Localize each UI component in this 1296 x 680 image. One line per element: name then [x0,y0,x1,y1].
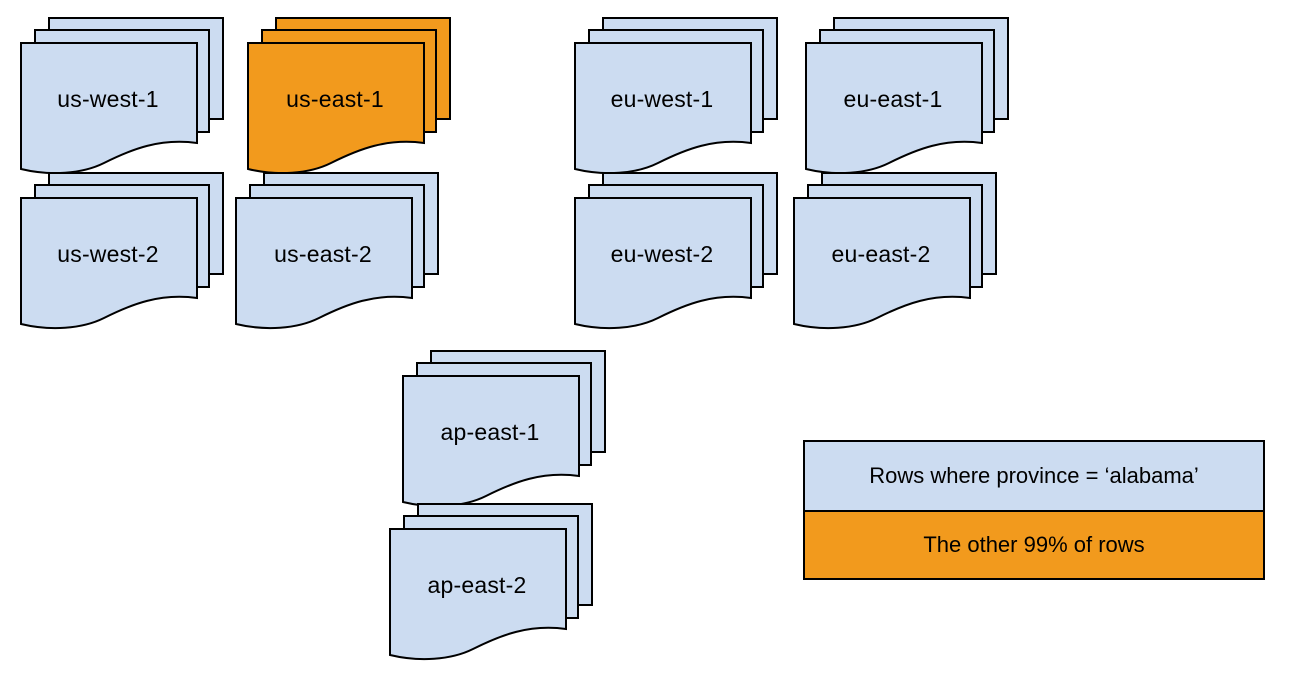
stack-eu-west-1: eu-west-1 [574,17,779,175]
legend-label-alabama: Rows where province = ‘alabama’ [869,463,1199,488]
document-shape [574,42,752,175]
legend-row-other: The other 99% of rows [805,510,1263,578]
stack-eu-east-2: eu-east-2 [793,172,998,330]
region-label: ap-east-1 [440,419,540,445]
stack-us-east-1: us-east-1 [247,17,452,175]
stack-eu-west-2: eu-west-2 [574,172,779,330]
stack-us-west-1: us-west-1 [20,17,225,175]
stack-ap-east-1: ap-east-1 [402,350,607,508]
legend-box: Rows where province = ‘alabama’ The othe… [803,440,1265,580]
stack-us-west-2: us-west-2 [20,172,225,330]
region-label: us-west-1 [57,86,159,112]
region-label: ap-east-2 [427,572,527,598]
document-shape [574,197,752,330]
document-shape [793,197,971,330]
stack-eu-east-1: eu-east-1 [805,17,1010,175]
region-label: eu-west-2 [610,241,714,267]
document-shape [20,42,198,175]
region-label: us-east-2 [274,241,372,267]
stack-us-east-2: us-east-2 [235,172,440,330]
region-label: us-west-2 [57,241,159,267]
document-shape [389,528,567,661]
legend-label-other: The other 99% of rows [923,532,1145,557]
region-label: eu-east-2 [831,241,931,267]
document-shape [20,197,198,330]
legend-row-alabama: Rows where province = ‘alabama’ [805,442,1263,510]
region-label: eu-west-1 [610,86,714,112]
region-label: us-east-1 [286,86,384,112]
region-label: eu-east-1 [843,86,943,112]
document-shape [235,197,413,330]
stack-ap-east-2: ap-east-2 [389,503,594,661]
